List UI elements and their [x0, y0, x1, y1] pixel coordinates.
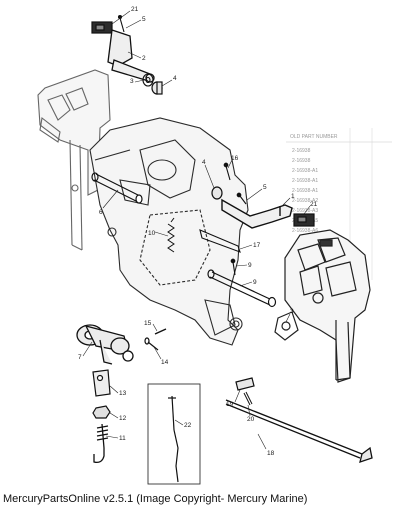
callout-label: 7: [78, 354, 82, 361]
callout-label: 18: [267, 450, 275, 457]
background-table-row: 2-16938-A3: [292, 208, 318, 214]
callout-label: 12: [119, 415, 127, 422]
callout-label: 10: [148, 230, 156, 237]
part-11-hook-rod: [93, 423, 109, 464]
background-table-row: 2-16938: [292, 148, 311, 154]
part-5-screw-top: [117, 14, 125, 33]
part-17-lever: [199, 229, 241, 253]
part-14-pin: [144, 337, 159, 351]
part-6-tilt-tube: [91, 172, 143, 204]
part-7-latch-assembly: [76, 324, 134, 365]
background-table-row: 2-16938-A2: [292, 198, 318, 204]
callout-label: 20: [247, 416, 255, 423]
background-table-row: 2-16938-A1: [292, 188, 318, 194]
part-18-long-rod: [225, 399, 373, 463]
callout-label: 9: [248, 262, 252, 269]
callout-labels: 21 5 2 3 4 4 16 5 1 21 6 10 17 9 9 15 7 …: [78, 6, 318, 457]
callout-label: 5: [263, 184, 267, 191]
callout-label: 14: [161, 359, 169, 366]
part-9-screw-small: [230, 258, 236, 276]
right-transom-bracket: [274, 229, 371, 383]
callout-label: 1: [291, 193, 295, 200]
part-1-tilt-lever: [221, 198, 293, 229]
part-20-cotter-pin: [243, 391, 253, 406]
part-19-bushing: [235, 377, 255, 391]
callout-label: 16: [231, 155, 239, 162]
background-table-row: 2-16938-A1: [292, 178, 318, 184]
callout-label: 5: [142, 16, 146, 23]
callout-label: 2: [142, 55, 146, 62]
callout-label: 15: [144, 320, 152, 327]
background-table-header: OLD PART NUMBER: [290, 134, 338, 140]
callout-label: 3: [130, 78, 134, 85]
callout-label: 4: [202, 159, 206, 166]
part-9-tube-long: [207, 269, 277, 308]
background-table-row: 2-16938-A1: [292, 168, 318, 174]
part-10-spring: [167, 217, 175, 253]
callout-label: 13: [119, 390, 127, 397]
part-4-bushing-top: [151, 81, 163, 95]
part-22-tilt-rod: [147, 383, 201, 485]
background-table-row: 2-16938-A6: [292, 228, 318, 234]
callout-leaders: [82, 10, 311, 450]
part-13-clevis: [92, 369, 111, 397]
part-21-clamp-pad-right: [293, 213, 315, 227]
part-16-bolt: [223, 162, 231, 181]
callout-label: 22: [184, 422, 192, 429]
copyright-caption: MercuryPartsOnline v2.5.1 (Image Copyrig…: [3, 493, 308, 505]
callout-label: 11: [119, 435, 126, 442]
callout-label: 6: [99, 209, 103, 216]
part-5-screw-right: [236, 192, 247, 205]
callout-label: 17: [253, 242, 261, 249]
callout-label: 21: [310, 201, 318, 208]
exploded-parts-diagram: OLD PART NUMBER 2-16938 2-16938 2-16938-A1…: [37, 6, 392, 485]
callout-label: 4: [173, 75, 177, 82]
background-table-row: 2-16938: [292, 158, 311, 164]
part-12-nut: [92, 405, 111, 419]
callout-label: 9: [253, 279, 257, 286]
part-15-pin: [154, 328, 167, 335]
part-21-clamp-pad-top: [91, 21, 113, 34]
callout-label: 19: [226, 401, 234, 408]
callout-label: 21: [131, 6, 139, 13]
part-4-bushing-right: [211, 186, 223, 200]
callout-label: 3: [290, 308, 294, 315]
